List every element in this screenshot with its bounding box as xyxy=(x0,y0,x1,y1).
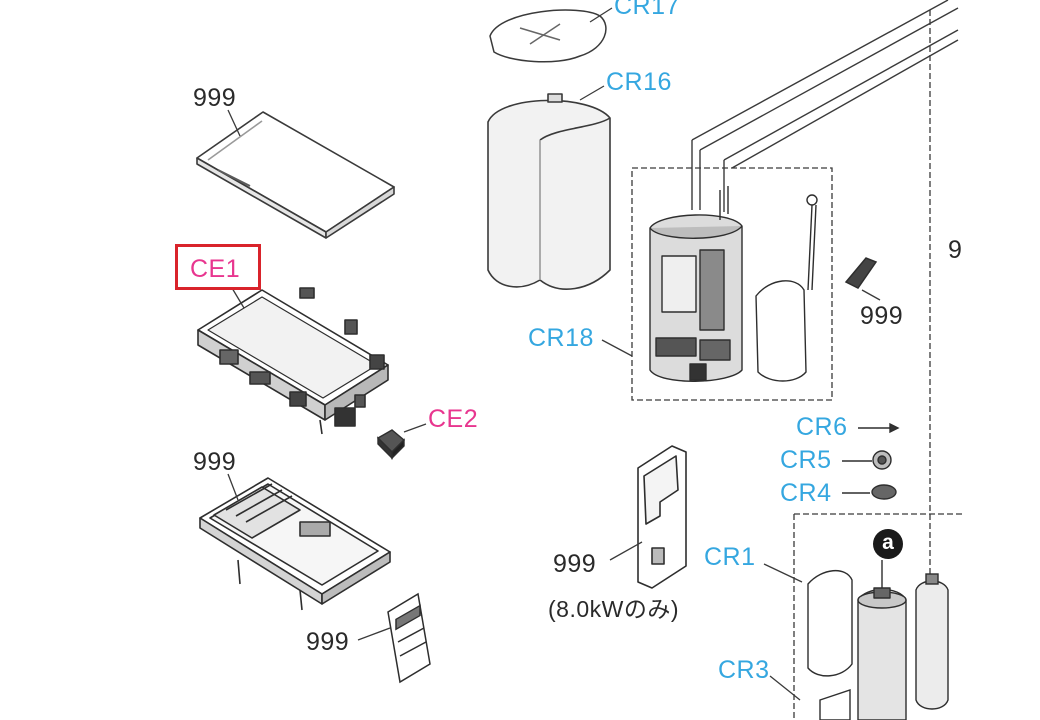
cr6-part xyxy=(858,422,900,434)
label-999-top-left: 999 xyxy=(193,84,237,112)
label-ce2: CE2 xyxy=(428,405,479,433)
ce1-control-box xyxy=(197,287,389,435)
label-999-right-clip: 999 xyxy=(860,302,904,330)
leader-right-clip xyxy=(861,289,881,301)
cr17-lid xyxy=(489,9,607,63)
marker-a-badge: a xyxy=(873,529,903,559)
right-clip-bracket xyxy=(844,257,878,289)
label-999-mid-left: 999 xyxy=(193,448,237,476)
leader-ce1 xyxy=(231,287,245,309)
leader-cr17 xyxy=(589,7,613,23)
leader-cr16 xyxy=(579,85,605,101)
cr5-part xyxy=(842,450,892,470)
leader-plate xyxy=(609,541,643,561)
leader-small-bracket xyxy=(357,627,391,641)
cr4-part xyxy=(842,484,897,500)
accumulator-part xyxy=(915,573,949,710)
bottom-tray-part xyxy=(199,477,391,611)
small-bracket-part xyxy=(387,592,431,684)
leader-cr18 xyxy=(601,339,633,357)
refrigerant-pipes xyxy=(691,0,959,212)
label-edge-right: 9 xyxy=(948,236,963,264)
leader-ce2 xyxy=(403,423,427,433)
label-cr18: CR18 xyxy=(528,324,594,352)
label-ce1: CE1 xyxy=(190,255,241,283)
cr18-insulation-sheet xyxy=(755,280,807,382)
cr1-insulation-sheet xyxy=(807,570,853,677)
label-999-bottom-left: 999 xyxy=(306,628,350,656)
label-cr1: CR1 xyxy=(704,543,756,571)
label-cr4: CR4 xyxy=(780,479,832,507)
cr16-cover xyxy=(487,93,611,290)
compressor-part xyxy=(857,560,907,720)
label-cr5: CR5 xyxy=(780,446,832,474)
cr18-probe xyxy=(806,194,818,291)
right-dashed-frame xyxy=(793,10,962,720)
ce1-highlight-box xyxy=(175,244,261,290)
plate-part xyxy=(637,445,687,589)
top-panel-part xyxy=(196,111,395,239)
cr18-compressor-unit xyxy=(649,186,743,382)
leader-cr3 xyxy=(769,675,801,701)
leader-bottom-left xyxy=(227,473,239,501)
ce2-part xyxy=(376,429,406,460)
label-plate-note: (8.0kWのみ) xyxy=(548,596,679,622)
label-999-plate: 999 xyxy=(553,550,597,578)
label-cr17: CR17 xyxy=(614,0,680,20)
leader-top-left xyxy=(227,109,241,137)
label-cr16: CR16 xyxy=(606,68,672,96)
label-cr6: CR6 xyxy=(796,413,848,441)
leader-cr1 xyxy=(763,563,803,583)
label-cr3: CR3 xyxy=(718,656,770,684)
cr3-part xyxy=(819,689,851,720)
